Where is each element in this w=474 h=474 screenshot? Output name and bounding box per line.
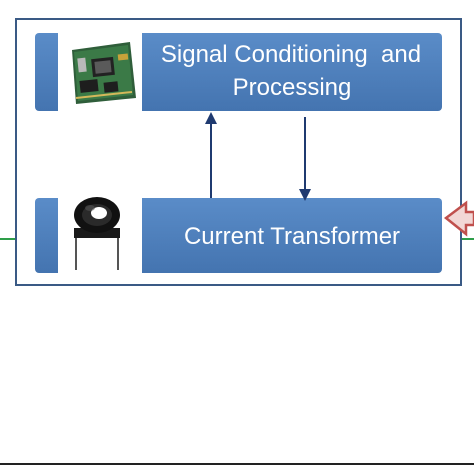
toroid-icon — [74, 197, 120, 270]
processing-box: Signal Conditioning and Processing — [35, 33, 442, 113]
input-arrow — [443, 200, 474, 237]
processing-label-line2: Processing — [233, 74, 352, 101]
processing-label-line1: Signal Conditioning and — [161, 41, 421, 68]
circuit-board-icon — [72, 42, 136, 104]
current-transformer-label: Current Transformer — [184, 223, 400, 250]
current-transformer-box: Current Transformer — [35, 192, 442, 274]
